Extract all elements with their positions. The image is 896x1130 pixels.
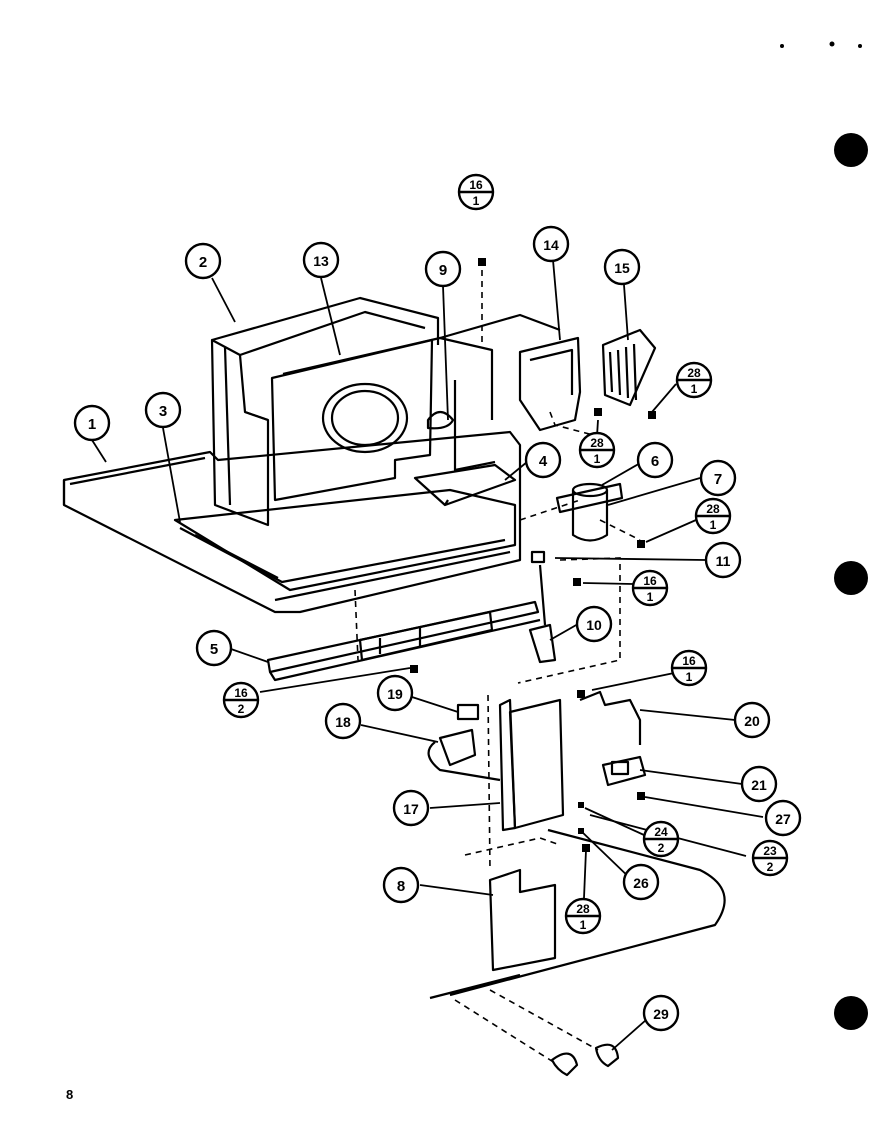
callout-4: 4 xyxy=(524,441,562,479)
svg-text:1: 1 xyxy=(710,518,717,532)
leader-lines xyxy=(91,259,764,1051)
svg-text:20: 20 xyxy=(744,713,760,729)
svg-text:16: 16 xyxy=(234,686,248,700)
callout-26: 26 xyxy=(622,863,660,901)
svg-text:19: 19 xyxy=(387,686,403,702)
fraction-callouts: 161 281 281 281 161 161 162 242 232 281 xyxy=(222,173,789,935)
svg-text:29: 29 xyxy=(653,1006,669,1022)
callout-6: 6 xyxy=(636,441,674,479)
svg-text:24: 24 xyxy=(654,825,668,839)
fraction-callout-28-1: 281 xyxy=(564,897,602,935)
front-rail-and-controls xyxy=(266,600,726,1077)
svg-text:2: 2 xyxy=(199,254,207,271)
svg-text:1: 1 xyxy=(594,452,601,466)
callouts: 1 3 2 13 9 14 15 4 6 7 11 10 5 19 18 20 … xyxy=(73,225,802,1032)
cabinet-shroud xyxy=(210,296,561,527)
svg-text:2: 2 xyxy=(767,860,774,874)
svg-text:13: 13 xyxy=(313,253,329,269)
callout-2: 2 xyxy=(184,242,222,280)
svg-text:11: 11 xyxy=(716,553,731,569)
svg-text:2: 2 xyxy=(238,702,245,716)
svg-text:26: 26 xyxy=(633,875,649,891)
binder-hole xyxy=(834,996,868,1030)
svg-text:1: 1 xyxy=(473,194,480,208)
svg-text:9: 9 xyxy=(439,262,447,279)
fraction-callout-16-2: 162 xyxy=(222,681,260,719)
page-number: 8 xyxy=(66,1087,74,1102)
svg-text:28: 28 xyxy=(576,902,590,916)
callout-10: 10 xyxy=(575,605,613,643)
callout-27: 27 xyxy=(764,799,802,837)
svg-text:23: 23 xyxy=(763,844,777,858)
fraction-callout-23-2: 232 xyxy=(751,839,789,877)
callout-8: 8 xyxy=(382,866,420,904)
svg-text:17: 17 xyxy=(403,801,419,817)
callout-21: 21 xyxy=(740,765,778,803)
svg-text:18: 18 xyxy=(335,714,351,730)
fraction-callout-28-1: 281 xyxy=(694,497,732,535)
callout-7: 7 xyxy=(699,459,737,497)
callout-3: 3 xyxy=(144,391,182,429)
svg-text:16: 16 xyxy=(469,178,483,192)
svg-text:1: 1 xyxy=(691,382,698,396)
svg-text:16: 16 xyxy=(682,654,696,668)
callout-1: 1 xyxy=(73,404,111,442)
svg-text:14: 14 xyxy=(543,237,559,253)
callout-11: 11 xyxy=(704,541,742,579)
fraction-callout-28-1: 281 xyxy=(578,431,616,469)
svg-text:28: 28 xyxy=(687,366,701,380)
callout-9: 9 xyxy=(424,250,462,288)
callout-29: 29 xyxy=(642,994,680,1032)
svg-text:15: 15 xyxy=(614,260,630,276)
fraction-callout-28-1: 281 xyxy=(675,361,713,399)
svg-text:4: 4 xyxy=(539,453,548,470)
control-bracket xyxy=(518,328,657,664)
assembly-guide-lines xyxy=(354,270,641,1064)
fraction-callout-16-1: 161 xyxy=(631,569,669,607)
callout-18: 18 xyxy=(324,702,362,740)
callout-14: 14 xyxy=(532,225,570,263)
screws xyxy=(410,258,656,852)
svg-text:5: 5 xyxy=(210,641,218,658)
svg-text:1: 1 xyxy=(580,918,587,932)
svg-text:1: 1 xyxy=(88,416,96,433)
svg-text:1: 1 xyxy=(686,670,693,684)
svg-text:7: 7 xyxy=(714,471,722,488)
fraction-callout-16-1: 161 xyxy=(457,173,495,211)
callout-15: 15 xyxy=(603,248,641,286)
callout-17: 17 xyxy=(392,789,430,827)
svg-text:28: 28 xyxy=(590,436,604,450)
svg-text:28: 28 xyxy=(706,502,720,516)
callout-20: 20 xyxy=(733,701,771,739)
callout-19: 19 xyxy=(376,674,414,712)
callout-13: 13 xyxy=(302,241,340,279)
svg-text:6: 6 xyxy=(651,453,659,470)
fraction-callout-16-1: 161 xyxy=(670,649,708,687)
svg-text:16: 16 xyxy=(643,574,657,588)
svg-text:21: 21 xyxy=(751,777,767,793)
binder-hole xyxy=(834,133,868,167)
svg-text:8: 8 xyxy=(397,878,405,895)
svg-text:10: 10 xyxy=(586,617,602,633)
page-frame xyxy=(24,28,890,1126)
fraction-callout-24-2: 242 xyxy=(642,820,680,858)
svg-text:2: 2 xyxy=(658,841,665,855)
svg-text:27: 27 xyxy=(775,811,791,827)
binder-hole xyxy=(834,561,868,595)
svg-text:3: 3 xyxy=(159,403,167,420)
callout-5: 5 xyxy=(195,629,233,667)
svg-text:1: 1 xyxy=(647,590,654,604)
